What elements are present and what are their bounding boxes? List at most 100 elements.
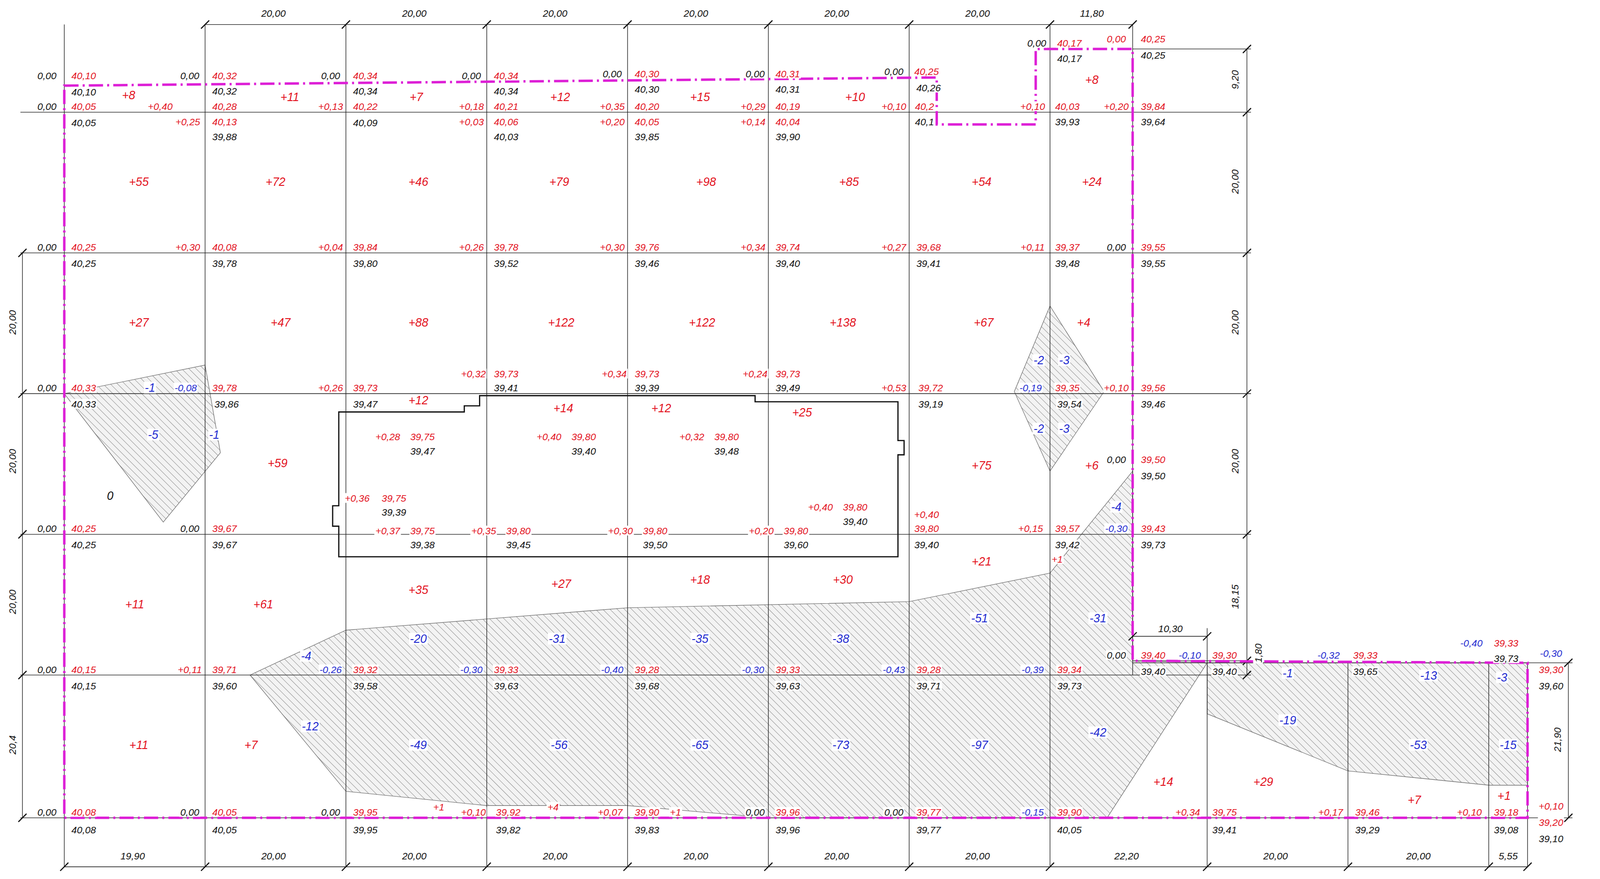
elevation-label: +0,26 xyxy=(317,382,344,393)
elevation-label: 39,75 xyxy=(1211,807,1238,818)
elevation-label: 19,90 xyxy=(119,851,146,862)
volume-number: +11 xyxy=(279,91,301,103)
elevation-label: 0,00 xyxy=(1105,241,1127,252)
elevation-label: +0,30 xyxy=(174,241,201,252)
elevation-label: 39,73 xyxy=(1056,680,1083,691)
elevation-label: +0,10 xyxy=(460,807,487,818)
volume-number: -31 xyxy=(547,632,567,645)
volume-number: -3 xyxy=(1058,422,1071,435)
elevation-label: +0,17 xyxy=(1317,807,1344,818)
dimension-tick xyxy=(1564,813,1573,823)
elevation-label: -0,40 xyxy=(600,664,625,675)
grid-line xyxy=(1206,663,1208,868)
elevation-label: 20,00 xyxy=(401,8,428,19)
elevation-label: 40,15 xyxy=(70,680,97,691)
volume-number: -19 xyxy=(1278,714,1298,727)
elevation-label: 0,00 xyxy=(179,70,201,81)
elevation-label: +0,07 xyxy=(596,807,624,818)
elevation-label: -0,43 xyxy=(882,664,907,675)
elevation-label: 39,48 xyxy=(1054,258,1081,269)
elevation-label: 39,50 xyxy=(642,540,669,550)
volume-number: -4 xyxy=(1110,501,1123,513)
elevation-label: 40,25 xyxy=(70,241,97,252)
elevation-label: +0,11 xyxy=(177,664,204,675)
elevation-label: -0,32 xyxy=(1316,650,1341,661)
elevation-label: 0,00 xyxy=(460,70,482,81)
elevation-label: 39,95 xyxy=(352,807,379,818)
volume-number: +27 xyxy=(550,577,572,590)
elevation-label: 0,00 xyxy=(744,807,766,818)
elevation-label: 0,00 xyxy=(36,664,58,675)
volume-number: -12 xyxy=(300,720,320,733)
elevation-label: 39,40 xyxy=(570,446,597,457)
dimension-tick xyxy=(200,862,210,872)
elevation-label: 39,75 xyxy=(409,431,436,442)
elevation-label: +0,26 xyxy=(458,241,485,252)
elevation-label: +0,10 xyxy=(1456,807,1483,818)
volume-number: +1 xyxy=(1496,790,1512,802)
elevation-label: +0,40 xyxy=(535,431,563,442)
elevation-label: 20,00 xyxy=(964,8,992,19)
elevation-label: +0,34 xyxy=(601,368,628,379)
volume-number: +14 xyxy=(552,402,575,415)
dimension-line xyxy=(1132,635,1208,637)
elevation-label: +0,34 xyxy=(1174,807,1202,818)
elevation-label: 40,26 xyxy=(915,82,943,93)
elevation-label: -0,08 xyxy=(173,382,199,393)
volume-number: -4 xyxy=(300,650,313,663)
elevation-label: 40,25 xyxy=(70,258,97,269)
volume-number: -38 xyxy=(831,632,851,645)
elevation-label: +0,36 xyxy=(343,492,371,503)
elevation-label: +0,04 xyxy=(317,241,344,252)
volume-number: -15 xyxy=(1498,738,1518,751)
grid-line xyxy=(627,24,628,868)
elevation-label: 0,00 xyxy=(36,101,58,111)
elevation-label: -0,15 xyxy=(1020,807,1045,818)
volume-number: +30 xyxy=(832,573,854,586)
elevation-label: 39,68 xyxy=(633,680,661,691)
volume-number: +27 xyxy=(128,316,150,329)
elevation-label: 20,00 xyxy=(682,851,710,862)
volume-number: -42 xyxy=(1088,726,1108,739)
elevation-label: 40,10 xyxy=(70,87,97,97)
volume-number: +11 xyxy=(124,598,146,610)
elevation-label: 39,72 xyxy=(917,382,944,393)
dimension-tick xyxy=(18,389,27,398)
elevation-label: 39,67 xyxy=(211,523,239,534)
volume-number: +12 xyxy=(650,402,672,415)
elevation-label: 39,39 xyxy=(380,507,408,518)
elevation-label: 39,75 xyxy=(409,525,436,536)
elevation-label: -0,26 xyxy=(318,664,343,675)
elevation-label: 39,47 xyxy=(409,446,436,457)
elevation-label: -0,30 xyxy=(740,664,766,675)
elevation-label: 20,00 xyxy=(260,8,288,19)
dimension-label: 20,00 xyxy=(1229,168,1240,196)
elevation-label: -0,30 xyxy=(459,664,484,675)
volume-number: +35 xyxy=(407,583,430,596)
elevation-label: 40,05 xyxy=(1056,824,1083,835)
elevation-label: 39,60 xyxy=(782,540,810,550)
elevation-label: 39,84 xyxy=(352,241,379,252)
dimension-tick xyxy=(1046,20,1055,29)
elevation-label: 39,80 xyxy=(782,525,810,536)
elevation-label: 39,73 xyxy=(633,368,661,379)
volume-number: +122 xyxy=(688,316,717,329)
elevation-label: 40,05 xyxy=(70,117,97,128)
elevation-label: -0,19 xyxy=(1018,382,1043,393)
elevation-label: 39,34 xyxy=(1056,664,1083,675)
grid-line xyxy=(1347,663,1348,868)
elevation-label: +0,18 xyxy=(458,101,485,111)
elevation-label: 0,00 xyxy=(36,70,58,81)
elevation-label: 40,1 xyxy=(914,116,936,127)
dimension-line xyxy=(1206,628,1208,663)
elevation-label: 39,82 xyxy=(494,824,522,835)
elevation-label: 0,00 xyxy=(1105,650,1127,661)
dimension-line xyxy=(22,252,23,819)
elevation-label: +0,37 xyxy=(374,525,402,536)
elevation-label: 39,73 xyxy=(1139,540,1167,550)
grid-line xyxy=(20,393,1252,394)
elevation-label: 40,34 xyxy=(492,85,520,96)
dimension-label: 1,80 xyxy=(1253,642,1264,664)
elevation-label: -0,30 xyxy=(1538,648,1564,658)
dimension-tick xyxy=(623,20,632,29)
